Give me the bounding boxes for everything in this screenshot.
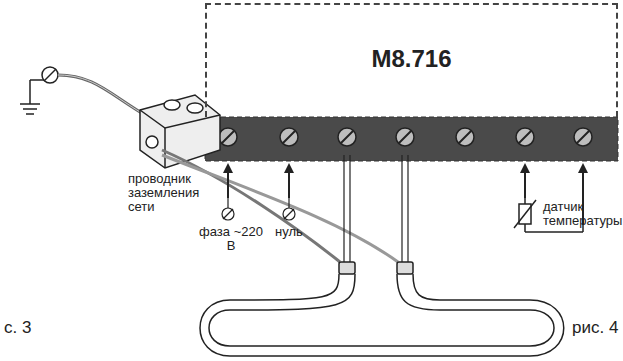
heating-cable-loop xyxy=(200,274,564,356)
screw-slot xyxy=(399,131,411,143)
screw-slot xyxy=(459,131,471,143)
screw-slot xyxy=(283,131,295,143)
terminal-screw xyxy=(338,128,356,146)
terminal-screw xyxy=(219,128,237,146)
neutral-label: нуль xyxy=(262,225,316,239)
terminal-screw xyxy=(516,128,534,146)
ground-symbol xyxy=(20,67,58,114)
terminal-strip xyxy=(205,117,618,161)
terminal-screw xyxy=(574,128,592,146)
screw-slot xyxy=(577,131,589,143)
screw-slot xyxy=(341,131,353,143)
screw-slot xyxy=(519,131,531,143)
supply-arrows xyxy=(222,168,295,220)
cable-fittings xyxy=(339,262,413,274)
controller-housing: M8.716 xyxy=(205,3,618,117)
earth-conductor-label: проводник заземления сети xyxy=(128,172,208,214)
terminal-screws xyxy=(219,128,592,146)
screw-slot xyxy=(222,131,234,143)
terminal-screw xyxy=(396,128,414,146)
cold-leads xyxy=(344,155,408,262)
terminal-screw xyxy=(456,128,474,146)
terminal-screw xyxy=(280,128,298,146)
earth-wire-highlight xyxy=(58,75,150,118)
phase-label: фаза ~220 В xyxy=(196,225,266,253)
device-model: M8.716 xyxy=(207,45,616,73)
sensor-label: датчик температуры xyxy=(543,200,619,228)
figure-number: рис. 4 xyxy=(572,318,618,338)
earth-braid xyxy=(162,155,398,262)
earth-wire xyxy=(58,75,150,118)
figure-ref: с. 3 xyxy=(4,318,31,338)
